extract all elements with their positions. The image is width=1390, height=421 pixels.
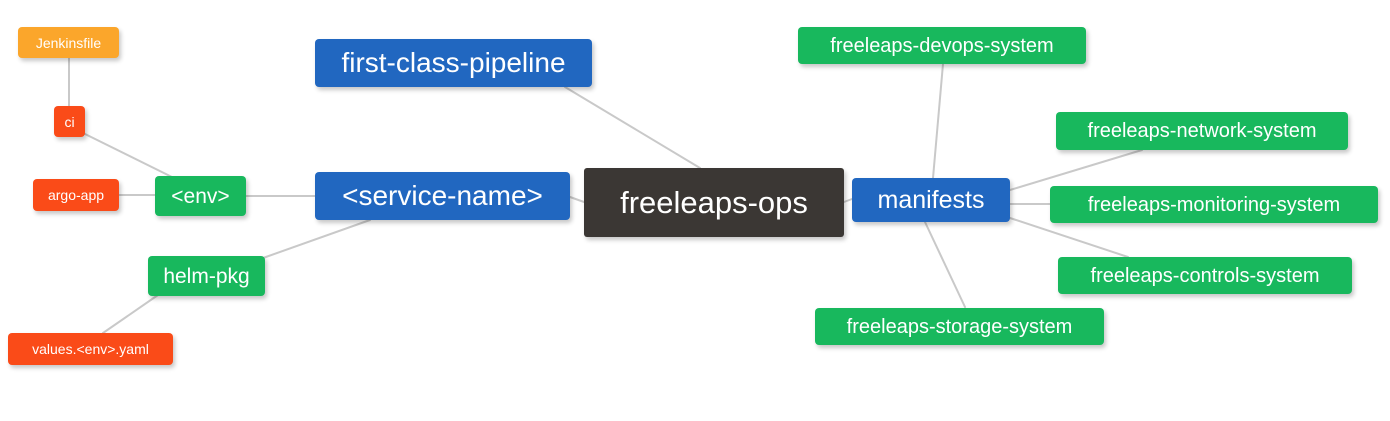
- edge-root-service: [569, 196, 585, 203]
- node-freeleaps-controls-system[interactable]: freeleaps-controls-system: [1058, 257, 1352, 294]
- node-helm-pkg[interactable]: helm-pkg: [148, 256, 265, 296]
- node-ci[interactable]: ci: [54, 106, 85, 137]
- node-label: helm-pkg: [163, 264, 250, 288]
- node-freeleaps-monitoring-system[interactable]: freeleaps-monitoring-system: [1050, 186, 1378, 223]
- node-argo-app[interactable]: argo-app: [33, 179, 119, 211]
- edge-service-helm: [262, 219, 371, 259]
- node-freeleaps-network-system[interactable]: freeleaps-network-system: [1056, 112, 1348, 150]
- edge-root-manifests: [843, 198, 853, 203]
- node-label: argo-app: [47, 187, 105, 203]
- node-jenkinsfile[interactable]: Jenkinsfile: [18, 27, 119, 58]
- edge-root-pipeline: [564, 86, 701, 169]
- node-label: freeleaps-storage-system: [846, 315, 1073, 338]
- node-freeleaps-storage-system[interactable]: freeleaps-storage-system: [815, 308, 1104, 345]
- node-label: manifests: [877, 185, 985, 214]
- node-label: Jenkinsfile: [35, 34, 102, 51]
- edge-manifests-controls: [1009, 217, 1129, 258]
- node-label: freeleaps-monitoring-system: [1087, 193, 1341, 216]
- node-label: freeleaps-controls-system: [1090, 264, 1320, 287]
- node-label: freeleaps-network-system: [1087, 120, 1317, 142]
- node-label: first-class-pipeline: [341, 47, 566, 78]
- node-service-name[interactable]: <service-name>: [315, 172, 570, 220]
- node-first-class-pipeline[interactable]: first-class-pipeline: [315, 39, 592, 87]
- edge-manifests-devops: [932, 63, 944, 179]
- node-label: <service-name>: [342, 180, 543, 211]
- node-label: freeleaps-ops: [620, 185, 808, 220]
- edge-helm-values: [102, 294, 159, 334]
- node-freeleaps-devops-system[interactable]: freeleaps-devops-system: [798, 27, 1086, 64]
- node-freeleaps-ops[interactable]: freeleaps-ops: [584, 168, 844, 237]
- edge-manifests-network: [1009, 149, 1143, 191]
- node-values-yaml[interactable]: values.<env>.yaml: [8, 333, 173, 365]
- node-label: <env>: [171, 184, 230, 208]
- node-manifests[interactable]: manifests: [852, 178, 1010, 222]
- node-label: ci: [64, 113, 75, 130]
- node-label: values.<env>.yaml: [32, 341, 149, 357]
- edge-env-ci: [82, 132, 179, 181]
- node-env[interactable]: <env>: [155, 176, 246, 216]
- node-label: freeleaps-devops-system: [830, 34, 1054, 57]
- edge-manifests-storage: [924, 221, 966, 308]
